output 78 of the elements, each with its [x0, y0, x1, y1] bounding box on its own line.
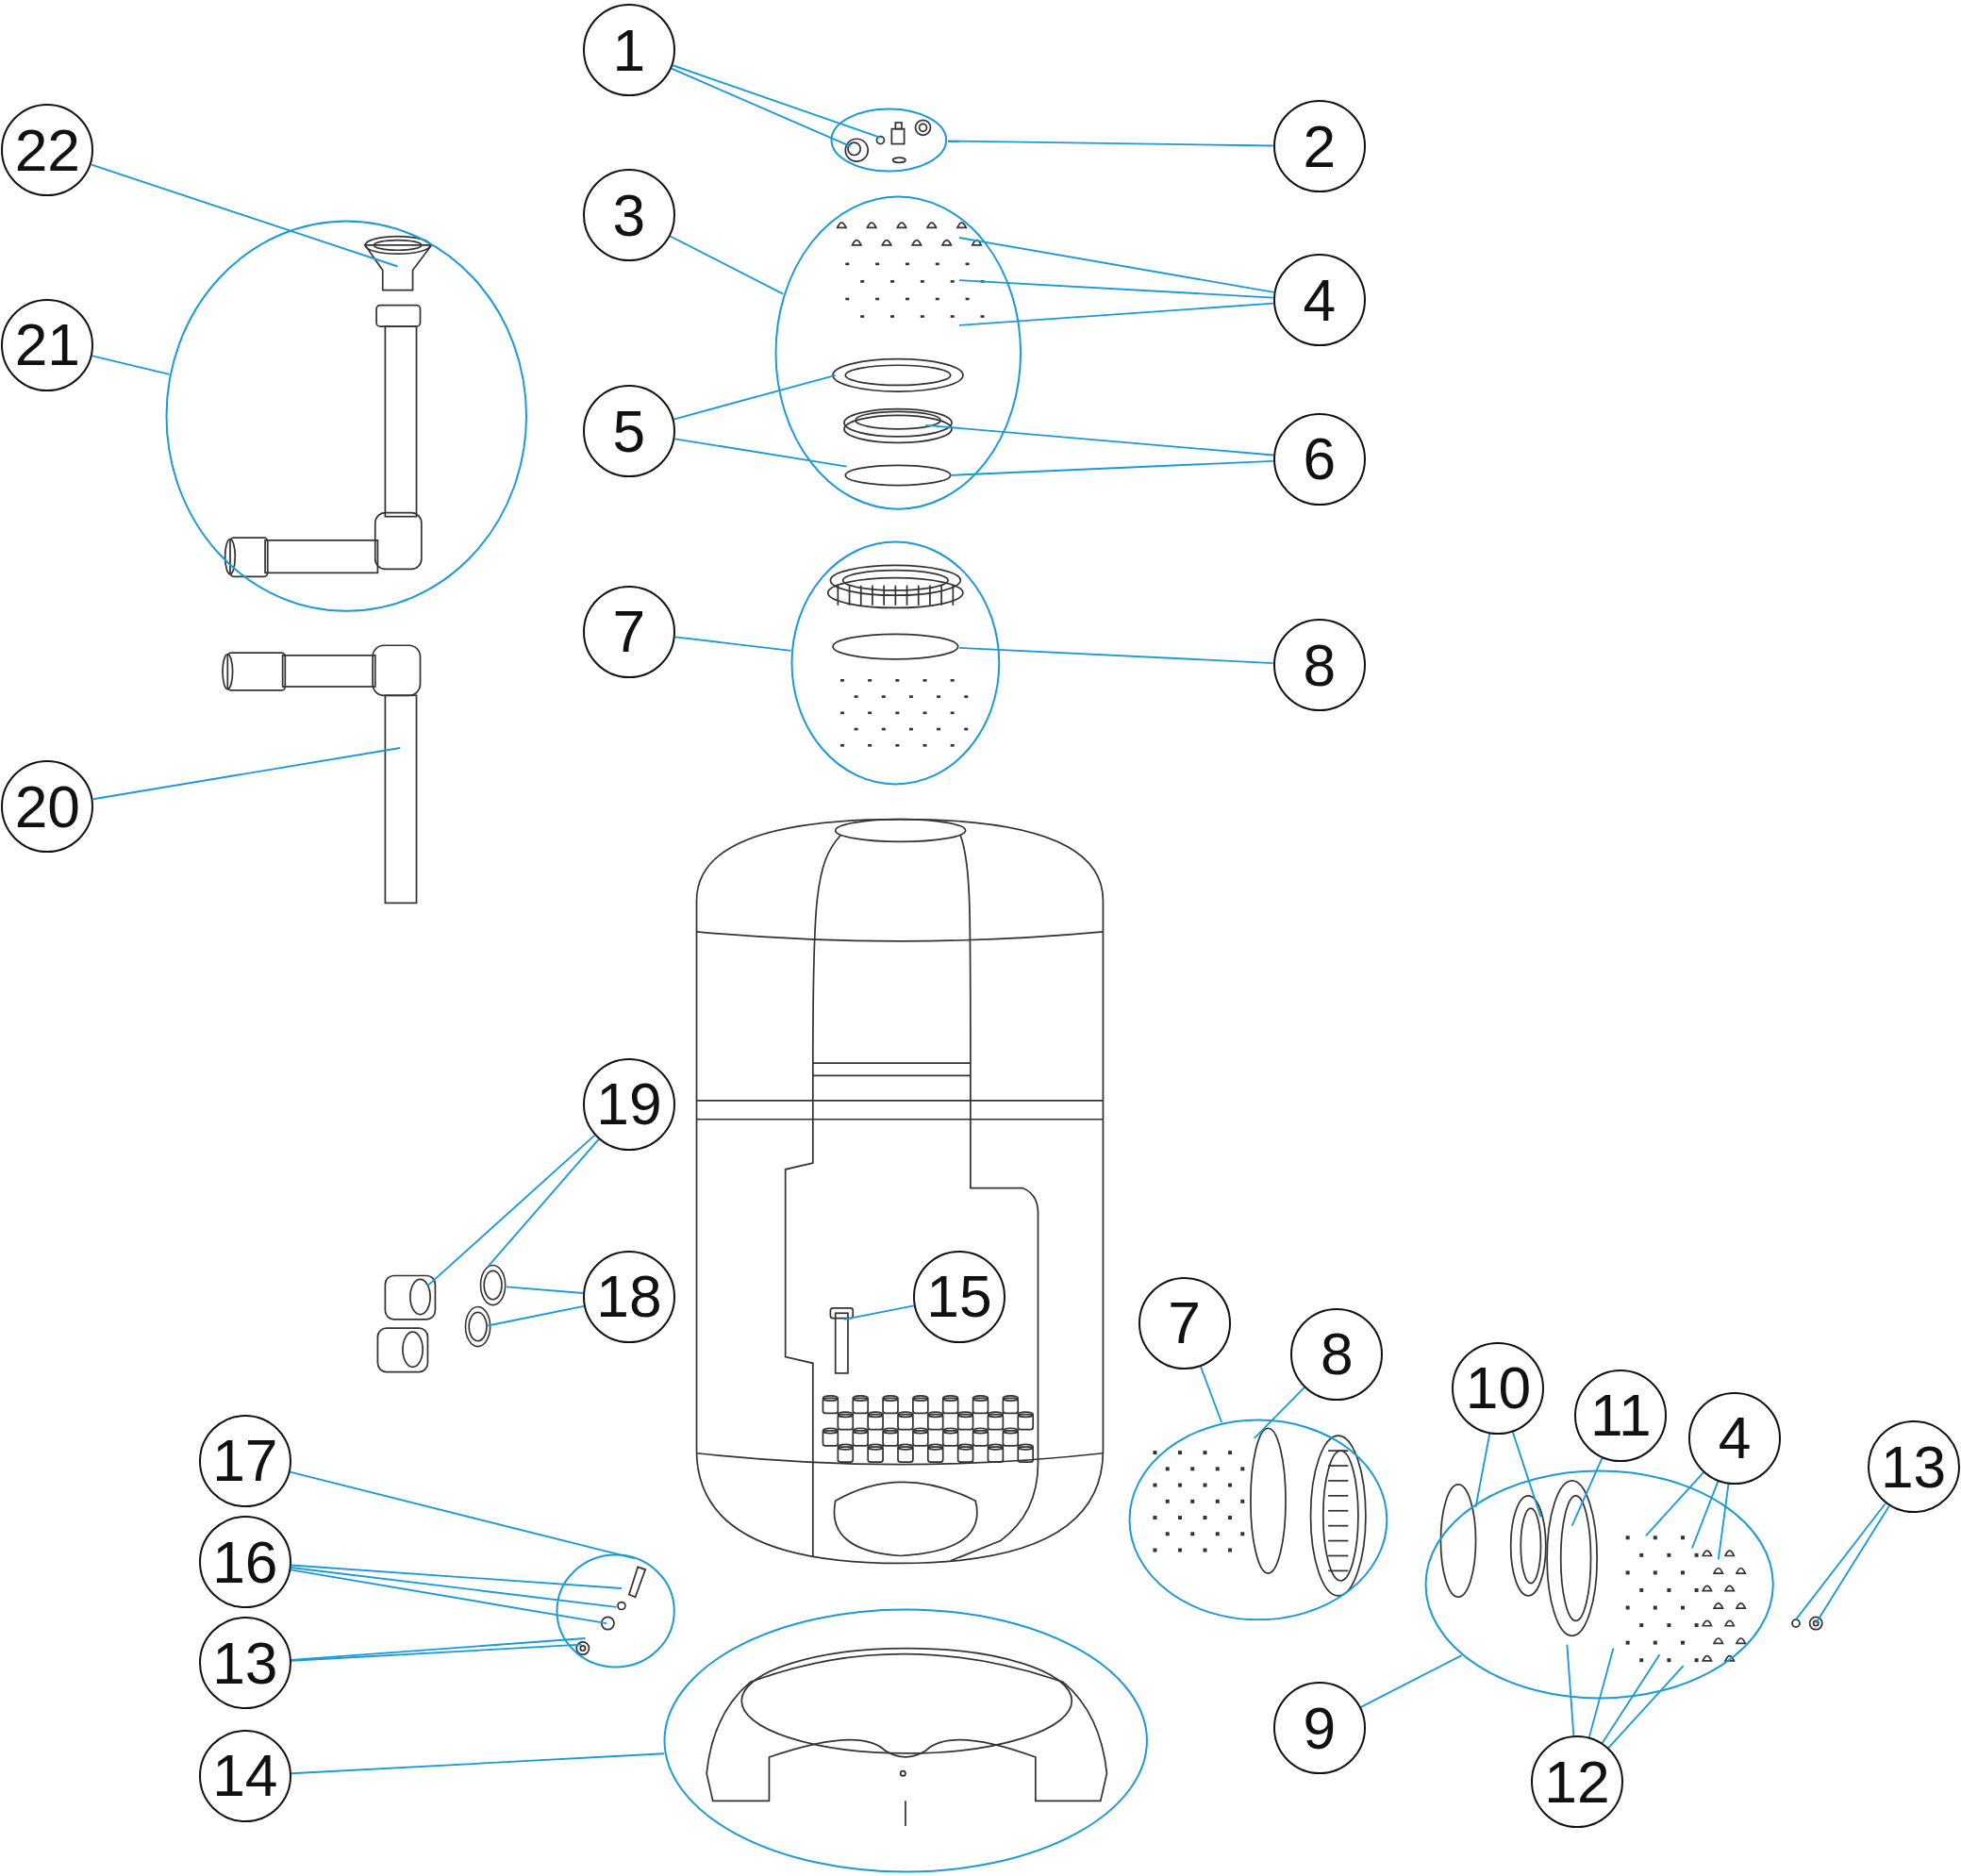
leader-line — [290, 1564, 623, 1589]
leader-line — [673, 636, 792, 652]
leader-line — [1566, 1643, 1575, 1737]
grouping-ellipse — [789, 540, 1001, 786]
leader-line — [958, 302, 1274, 326]
callout-number: 13 — [1867, 1420, 1960, 1514]
leader-line — [290, 1643, 583, 1662]
leader-line — [487, 1304, 585, 1327]
callout-number: 17 — [198, 1414, 291, 1507]
leader-line — [290, 1637, 587, 1661]
callout-number: 20 — [1, 760, 94, 854]
callout-number: 8 — [1290, 1307, 1384, 1401]
leader-line — [1644, 1471, 1704, 1537]
callout-number: 2 — [1272, 100, 1366, 193]
leader-line — [671, 67, 852, 148]
leader-line — [1253, 1386, 1305, 1439]
callout-number: 4 — [1272, 254, 1366, 347]
leader-line — [669, 235, 785, 295]
callout-number: 16 — [198, 1515, 291, 1609]
leader-line — [1815, 1505, 1890, 1624]
leader-line — [672, 64, 882, 139]
callout-number: 7 — [582, 585, 675, 678]
leader-line — [290, 1569, 607, 1624]
callout-number: 5 — [582, 385, 675, 478]
leader-line — [958, 646, 1274, 664]
leader-line — [289, 1470, 636, 1560]
o-ring-drawing — [463, 1305, 492, 1349]
leader-line — [1587, 1647, 1615, 1739]
leader-line — [1570, 1456, 1604, 1527]
leader-line — [1717, 1483, 1730, 1561]
leader-line — [673, 374, 837, 421]
leader-line — [1691, 1480, 1720, 1550]
leader-line — [1795, 1502, 1886, 1621]
leader-line — [1199, 1365, 1223, 1423]
leader-line — [1359, 1654, 1463, 1708]
callout-number: 6 — [1272, 412, 1366, 506]
grouping-ellipse — [830, 108, 948, 173]
leader-line — [487, 1137, 600, 1269]
leader-line — [426, 1134, 596, 1287]
leader-line — [506, 1286, 584, 1294]
callout-number: 10 — [1452, 1341, 1545, 1435]
grouping-ellipse — [555, 1552, 675, 1668]
leader-line — [91, 747, 402, 801]
callout-number: 13 — [198, 1617, 291, 1710]
grouping-ellipse — [1424, 1469, 1775, 1700]
callout-number: 7 — [1138, 1276, 1231, 1370]
callout-number: 12 — [1530, 1735, 1623, 1829]
callout-number: 3 — [582, 169, 675, 262]
grouping-ellipse — [773, 194, 1022, 510]
grouping-ellipse — [165, 220, 528, 613]
callout-number: 4 — [1687, 1391, 1782, 1485]
leader-line — [673, 438, 848, 468]
leader-line — [1601, 1653, 1661, 1745]
leader-line — [924, 423, 1274, 457]
leader-line — [843, 1304, 915, 1320]
leader-line — [958, 237, 1275, 293]
leader-line — [91, 355, 171, 375]
leader-line — [290, 1567, 618, 1608]
callout-number: 22 — [1, 104, 94, 197]
callout-number: 19 — [582, 1057, 675, 1151]
o-ring-drawing — [478, 1264, 507, 1307]
callout-number: 8 — [1272, 619, 1366, 712]
grouping-ellipse — [662, 1608, 1149, 1874]
leader-line — [947, 140, 1274, 147]
callout-number: 14 — [198, 1729, 291, 1822]
grouping-ellipse — [1127, 1418, 1388, 1621]
callout-number: 15 — [912, 1250, 1005, 1343]
leader-line — [958, 279, 1274, 299]
leader-line — [290, 1752, 665, 1775]
callout-number: 1 — [582, 3, 675, 97]
leader-line — [1607, 1665, 1685, 1750]
leader-line — [1511, 1431, 1542, 1519]
leader-line — [949, 459, 1274, 476]
callout-number: 18 — [582, 1250, 675, 1343]
callout-number: 9 — [1272, 1682, 1366, 1775]
callout-number: 21 — [1, 298, 94, 391]
leader-line — [91, 163, 399, 268]
callout-number: 11 — [1574, 1369, 1668, 1462]
